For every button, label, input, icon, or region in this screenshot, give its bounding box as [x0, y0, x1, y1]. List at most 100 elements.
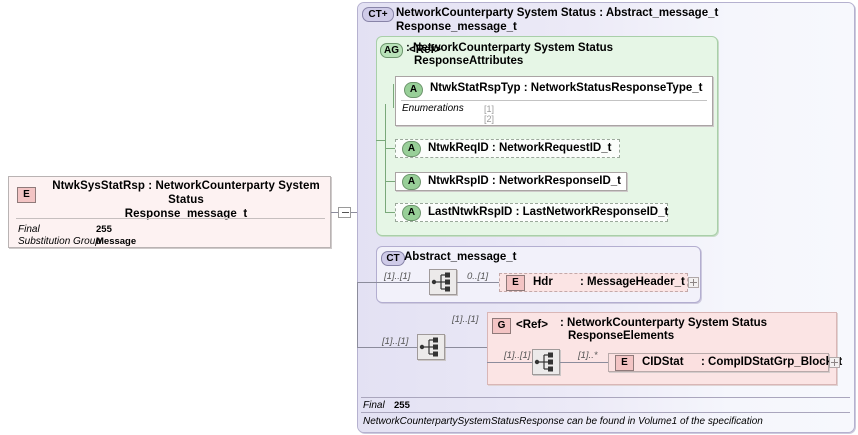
attribute-group-separator: :	[406, 42, 410, 54]
group-badge-icon: G	[492, 318, 511, 334]
enumerations-key-label: Enumerations	[402, 103, 464, 114]
root-element-box[interactable]: E NtwkSysStatRsp : NetworkCounterparty S…	[8, 176, 331, 248]
element-separator-hdr: :	[580, 276, 584, 288]
group-inner-line-in	[487, 362, 532, 363]
root-element-divider	[16, 218, 325, 219]
element-name-cidstat: CIDStat	[642, 356, 684, 368]
attribute-group-name-line2: ResponseAttributes	[414, 55, 524, 67]
attribute-separator-2: :	[491, 175, 496, 187]
element-box-cidstat[interactable]: E CIDStat : CompIDStatGrp_Block_t	[608, 353, 842, 372]
group-inner-line-out	[560, 362, 608, 363]
complex-type-expander-icon[interactable]: +	[381, 9, 388, 20]
attribute-divider-0	[401, 100, 707, 101]
attribute-name-2: NtwkRspID	[428, 175, 489, 187]
complex-type-title-line2: Response_message_t	[396, 21, 517, 33]
complex-type-title-line1: NetworkCounterparty System Status : Abst…	[396, 7, 719, 19]
attribute-group-panel[interactable]	[376, 36, 718, 236]
attribute-name-1: NtwkReqID	[428, 142, 489, 154]
root-connector-line-left	[331, 212, 338, 213]
root-element-type-line2: Response_message_t	[124, 208, 248, 220]
attribute-group-badge-icon: AG	[380, 43, 403, 58]
complex-type-title: NetworkCounterparty System Status : Abst…	[396, 6, 726, 34]
abstract-message-badge-icon: CT	[381, 251, 405, 266]
group-name-line1: NetworkCounterparty System Status	[567, 317, 768, 329]
group-ref-label: <Ref>	[516, 319, 548, 331]
group-ref-title-line1: : NetworkCounterparty System Status	[560, 317, 830, 330]
attribute-box-ntwkstatrsptyp[interactable]: A NtwkStatRspTyp : NetworkStatusResponse…	[395, 76, 713, 126]
collapse-toggle-icon[interactable]	[338, 207, 351, 218]
group-sequence-cardinality: [1]..[1]	[452, 314, 479, 325]
attribute-label-ntwkstatrsptyp: NtwkStatRspTyp : NetworkStatusResponseTy…	[430, 82, 702, 94]
group-sequence-line-in	[357, 347, 417, 348]
attribute-tree-branch-1	[385, 148, 395, 149]
complex-type-badge-icon[interactable]: CT+	[362, 7, 394, 22]
abstract-message-sequence-cardinality: [1]..[1]	[384, 271, 411, 282]
attribute-label-ntwkrspid: NtwkRspID : NetworkResponseID_t	[428, 175, 621, 187]
root-property-value-wrap-2: Message	[96, 236, 136, 248]
expand-toggle-hdr-icon[interactable]	[688, 277, 699, 288]
root-property-value-wrap: 255	[96, 224, 112, 236]
element-name-hdr: Hdr	[533, 276, 553, 288]
attribute-type-0: NetworkStatusResponseType_t	[530, 82, 703, 94]
attribute-box-lastntwkrspid[interactable]: A LastNtwkRspID : LastNetworkResponseID_…	[395, 203, 668, 222]
root-connector-line-right	[351, 212, 358, 213]
footer-divider-top	[361, 397, 850, 398]
element-separator-cidstat: :	[701, 356, 705, 368]
element-type-cidstat-wrap: : CompIDStatGrp_Block_t	[701, 356, 842, 368]
footer-divider-bottom	[361, 412, 850, 413]
root-property-value-final: 255	[96, 224, 112, 235]
abstract-sequence-line-in	[357, 282, 429, 283]
element-badge-icon: E	[615, 355, 634, 371]
footer-key-final: Final	[363, 400, 385, 411]
attribute-group-ref-label: <Ref>	[409, 44, 441, 56]
enumeration-value-2: [2]	[484, 114, 495, 124]
attribute-separator-0: :	[523, 82, 528, 94]
attribute-tree-trunk	[385, 104, 386, 212]
group-outer-cardinality: [1]..[1]	[382, 336, 409, 347]
attribute-box-ntwkrspid[interactable]: A NtwkRspID : NetworkResponseID_t	[395, 172, 627, 191]
group-branch-trunk	[357, 282, 358, 347]
root-element-header: E NtwkSysStatRsp : NetworkCounterparty S…	[9, 177, 330, 220]
complex-type-badge-label: CT	[368, 9, 382, 20]
attribute-badge-icon: A	[404, 82, 423, 98]
attribute-label-ntwkreqid: NtwkReqID : NetworkRequestID_t	[428, 142, 611, 154]
root-element-separator: :	[148, 180, 153, 192]
element-badge-icon: E	[17, 187, 36, 203]
attribute-group-title-line1: : NetworkCounterparty System Status	[406, 42, 706, 55]
expand-toggle-cidstat-icon[interactable]	[829, 357, 840, 368]
attribute-type-2: NetworkResponseID_t	[498, 175, 622, 187]
abstract-sequence-line-out	[457, 282, 499, 283]
footer-annotation-note: NetworkCounterpartySystemStatusResponse …	[363, 416, 763, 427]
element-box-hdr[interactable]: E Hdr : MessageHeader_t	[499, 273, 688, 292]
group-name-line2: ResponseElements	[568, 330, 675, 342]
sequence-connector-icon[interactable]	[417, 334, 445, 360]
attribute-name-3: LastNtwkRspID	[428, 206, 513, 218]
attribute-label-lastntwkrspid: LastNtwkRspID : LastNetworkResponseID_t	[428, 206, 668, 218]
element-type-hdr: MessageHeader_t	[587, 276, 685, 288]
enumerations-values: [1] [2]	[484, 104, 494, 124]
abstract-message-title: Abstract_message_t	[404, 251, 517, 263]
attribute-tree-stub-in	[376, 140, 385, 141]
sequence-connector-icon[interactable]	[532, 349, 560, 375]
group-inner-sequence-cardinality: [1]..[1]	[504, 350, 531, 361]
sequence-glyph-icon	[534, 352, 553, 372]
attribute-tree-branch-2	[385, 181, 395, 182]
attribute-badge-icon: A	[402, 141, 421, 157]
group-sequence-line-out	[445, 347, 487, 348]
attribute-name-0: NtwkStatRspTyp	[430, 82, 521, 94]
enumeration-value-1: [1]	[484, 104, 495, 114]
attribute-tree-branch-3	[385, 212, 395, 213]
attribute-separator-1: :	[491, 142, 496, 154]
attribute-box-ntwkreqid[interactable]: A NtwkReqID : NetworkRequestID_t	[395, 139, 620, 158]
hdr-cardinality: 0..[1]	[467, 271, 489, 282]
root-property-value-substitution-group: Message	[96, 236, 137, 247]
group-separator: :	[560, 317, 564, 329]
element-type-cidstat: CompIDStatGrp_Block_t	[708, 356, 843, 368]
sequence-glyph-icon	[419, 337, 438, 357]
attribute-type-1: NetworkRequestID_t	[498, 142, 612, 154]
attribute-group-title: : NetworkCounterparty System Status Resp…	[406, 42, 706, 68]
attribute-badge-icon: A	[402, 174, 421, 190]
sequence-connector-icon[interactable]	[429, 269, 457, 295]
root-property-key-final: Final	[18, 224, 40, 235]
